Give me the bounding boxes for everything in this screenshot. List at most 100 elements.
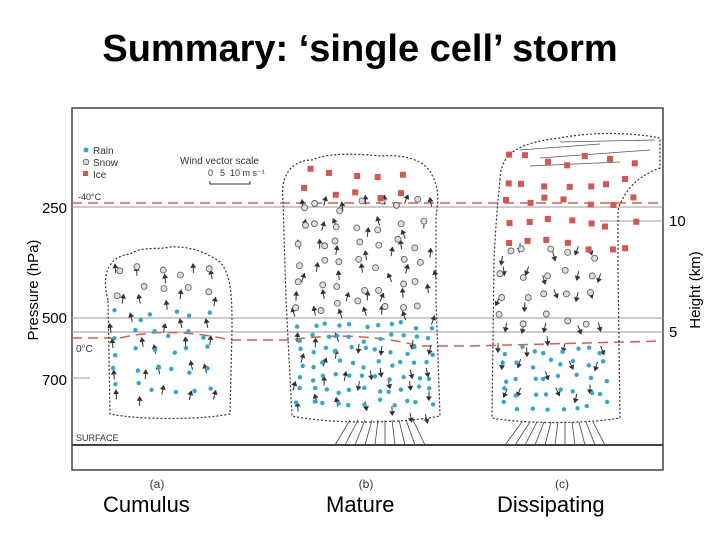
rain-particle: [390, 363, 395, 368]
rain-particle: [312, 399, 317, 404]
wind-arrow-head: [333, 245, 340, 251]
wind-arrow-head: [139, 336, 146, 343]
wind-arrow-head: [404, 263, 410, 270]
wind-arrow-head: [362, 194, 369, 200]
wind-arrow-head: [364, 290, 371, 296]
snow-particle: [302, 221, 309, 229]
wind-arrow-head: [430, 315, 436, 321]
rain-particle: [312, 385, 318, 391]
rain-particle: [376, 359, 381, 364]
rain-particle: [377, 397, 383, 402]
snow-particle: [361, 286, 369, 294]
snow-particle: [547, 245, 555, 253]
rain-particle: [514, 360, 519, 365]
rain-particle: [333, 372, 338, 377]
ice-particle: [601, 223, 608, 230]
wind-arrow-head: [311, 305, 318, 312]
ice-particle: [524, 237, 531, 244]
wind-arrow-head: [399, 287, 406, 293]
wind-arrow-head: [424, 372, 431, 378]
snow-particle: [400, 280, 408, 288]
snow-particle: [544, 272, 551, 280]
snow-particle: [294, 278, 302, 286]
wind-arrow-head: [379, 292, 385, 299]
snow-particle: [496, 270, 504, 278]
snow-particle: [542, 310, 550, 318]
rain-particle: [502, 386, 507, 391]
snow-particle: [507, 247, 515, 255]
ice-particles: [301, 151, 640, 253]
wind-arrow-head: [294, 332, 301, 338]
snow-particle: [184, 284, 192, 291]
rain-particle: [541, 351, 546, 356]
rain-particle: [405, 351, 410, 357]
rain-particle: [133, 345, 138, 351]
ice-particle: [354, 172, 361, 179]
ice-particle: [610, 201, 617, 208]
wind-arrow-head: [299, 353, 306, 359]
rain-particle: [192, 388, 197, 394]
rain-particle: [540, 376, 546, 382]
wind-arrow-head: [355, 385, 362, 391]
rain-particle: [149, 387, 154, 393]
rain-particle: [138, 317, 143, 323]
snow-particle: [321, 256, 329, 264]
rain-particle: [362, 402, 367, 407]
rain-particle: [187, 370, 192, 375]
wind-arrow-head: [190, 262, 197, 269]
pressure-axis-label: Pressure (hPa): [25, 240, 42, 341]
wind-arrow-head: [499, 365, 506, 371]
rain-particle: [561, 407, 567, 412]
rain-particle: [112, 307, 117, 313]
wind-arrow-head: [337, 308, 344, 314]
wind-arrow-head: [494, 300, 501, 307]
rain-particle: [589, 390, 595, 396]
panel-letter-a: (a): [150, 477, 165, 491]
rain-particle: [387, 377, 392, 382]
wind-arrow-head: [498, 260, 505, 266]
legend-rain-marker: [83, 147, 89, 153]
wind-arrow-head: [386, 383, 393, 390]
ice-particle: [527, 199, 534, 206]
rain-particle: [133, 327, 138, 333]
wind-arrow-head: [177, 289, 184, 295]
rain-particle: [346, 334, 351, 340]
wind-scale-bar: [209, 181, 251, 185]
snow-particle: [417, 258, 424, 266]
rain-particle: [297, 385, 302, 391]
snow-particle: [582, 320, 590, 328]
wind-arrow-head: [502, 326, 509, 333]
snow-particle: [159, 266, 167, 274]
pressure-tick-250: 250: [42, 200, 67, 217]
ice-particle: [622, 176, 629, 183]
rain-particle: [530, 365, 536, 370]
rain-particle: [110, 365, 116, 371]
rain-particle: [320, 360, 325, 365]
rain-particle: [401, 333, 406, 338]
rain-particle: [320, 373, 325, 379]
ice-particle: [541, 194, 548, 201]
rain-particle: [297, 338, 302, 344]
rain-particle: [311, 350, 316, 355]
rain-particle: [575, 406, 580, 411]
snow-particle: [333, 299, 341, 307]
rain-particle: [398, 387, 404, 392]
ice-particle: [630, 194, 637, 201]
legend-ice-marker: [83, 171, 88, 176]
rain-particle: [377, 389, 383, 394]
wind-arrow-head: [136, 293, 143, 300]
wind-arrow-head: [358, 262, 365, 269]
wind-arrow-head: [541, 279, 547, 285]
rain-particle: [186, 329, 191, 334]
snow-particle: [205, 265, 213, 273]
rain-particle: [311, 365, 316, 370]
wind-arrow-head: [572, 397, 579, 404]
rain-particle: [586, 345, 592, 350]
snow-particle: [140, 283, 148, 290]
zero-isotherm: [72, 331, 664, 347]
rain-particle: [135, 368, 141, 373]
rain-particle: [513, 393, 518, 398]
rain-particle: [147, 312, 153, 317]
rain-particle: [411, 360, 417, 365]
snow-particle: [375, 286, 382, 294]
